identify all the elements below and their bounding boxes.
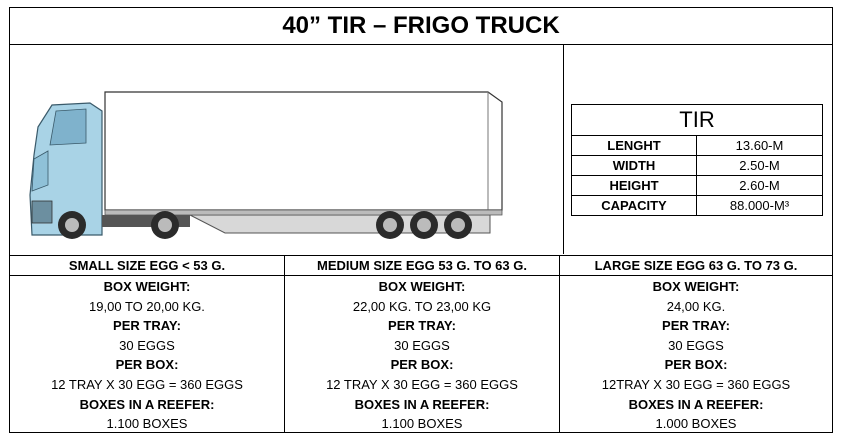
boxes-in-reefer-label: BOXES IN A REEFER: bbox=[79, 396, 215, 412]
tir-dimensions-table: TIR LENGHT 13.60-M WIDTH 2.50-M HEIGHT 2… bbox=[571, 104, 823, 216]
box-weight-value: 22,00 KG. TO 23,00 KG bbox=[352, 298, 492, 314]
truck-image-cell bbox=[10, 45, 564, 254]
tir-heading: TIR bbox=[571, 104, 823, 136]
per-box-label: PER BOX: bbox=[115, 357, 179, 373]
small-egg-column: SMALL SIZE EGG < 53 G. BOX WEIGHT: 19,00… bbox=[10, 255, 285, 432]
column-header: LARGE SIZE EGG 63 G. TO 73 G. bbox=[560, 255, 832, 276]
column-header: MEDIUM SIZE EGG 53 G. TO 63 G. bbox=[285, 255, 559, 276]
tir-dimensions-cell: TIR LENGHT 13.60-M WIDTH 2.50-M HEIGHT 2… bbox=[564, 45, 832, 254]
per-tray-value: 30 EGGS bbox=[394, 337, 450, 353]
boxes-in-reefer-label: BOXES IN A REEFER: bbox=[354, 396, 490, 412]
boxes-in-reefer-value: 1.100 BOXES bbox=[106, 416, 188, 432]
column-header: SMALL SIZE EGG < 53 G. bbox=[10, 255, 284, 276]
box-weight-label: BOX WEIGHT: bbox=[652, 279, 740, 294]
spec-sheet: 40” TIR – FRIGO TRUCK bbox=[9, 7, 833, 433]
reefer-truck-icon bbox=[29, 91, 503, 239]
boxes-in-reefer-value: 1.100 BOXES bbox=[381, 416, 463, 432]
dimension-value: 88.000-M³ bbox=[696, 195, 823, 216]
dimension-label: CAPACITY bbox=[571, 195, 697, 216]
table-row: HEIGHT 2.60-M bbox=[571, 175, 823, 196]
per-box-value: 12TRAY X 30 EGG = 360 EGGS bbox=[601, 376, 791, 392]
box-weight-label: BOX WEIGHT: bbox=[378, 279, 466, 294]
dimension-label: HEIGHT bbox=[571, 175, 697, 196]
per-box-label: PER BOX: bbox=[390, 357, 454, 373]
boxes-in-reefer-label: BOXES IN A REEFER: bbox=[628, 396, 764, 412]
box-weight-value: 19,00 TO 20,00 KG. bbox=[89, 298, 205, 314]
dimension-value: 2.50-M bbox=[696, 155, 823, 176]
per-tray-value: 30 EGGS bbox=[668, 337, 724, 353]
per-tray-label: PER TRAY: bbox=[113, 318, 181, 334]
page-title: 40” TIR – FRIGO TRUCK bbox=[10, 8, 832, 45]
dimension-value: 2.60-M bbox=[696, 175, 823, 196]
dimension-label: WIDTH bbox=[571, 155, 697, 176]
table-row: WIDTH 2.50-M bbox=[571, 155, 823, 176]
table-row: CAPACITY 88.000-M³ bbox=[571, 195, 823, 216]
box-weight-label: BOX WEIGHT: bbox=[103, 279, 191, 294]
dimension-label: LENGHT bbox=[571, 135, 697, 156]
per-box-value: 12 TRAY X 30 EGG = 360 EGGS bbox=[51, 376, 243, 392]
medium-egg-column: MEDIUM SIZE EGG 53 G. TO 63 G. BOX WEIGH… bbox=[285, 255, 560, 432]
table-row: LENGHT 13.60-M bbox=[571, 135, 823, 156]
per-tray-label: PER TRAY: bbox=[388, 318, 456, 334]
per-tray-value: 30 EGGS bbox=[119, 337, 175, 353]
large-egg-column: LARGE SIZE EGG 63 G. TO 73 G. BOX WEIGHT… bbox=[560, 255, 832, 432]
per-box-value: 12 TRAY X 30 EGG = 360 EGGS bbox=[326, 376, 518, 392]
dimension-value: 13.60-M bbox=[696, 135, 823, 156]
per-box-label: PER BOX: bbox=[664, 357, 728, 373]
boxes-in-reefer-value: 1.000 BOXES bbox=[655, 416, 737, 432]
per-tray-label: PER TRAY: bbox=[662, 318, 730, 334]
box-weight-value: 24,00 KG. bbox=[666, 298, 726, 314]
